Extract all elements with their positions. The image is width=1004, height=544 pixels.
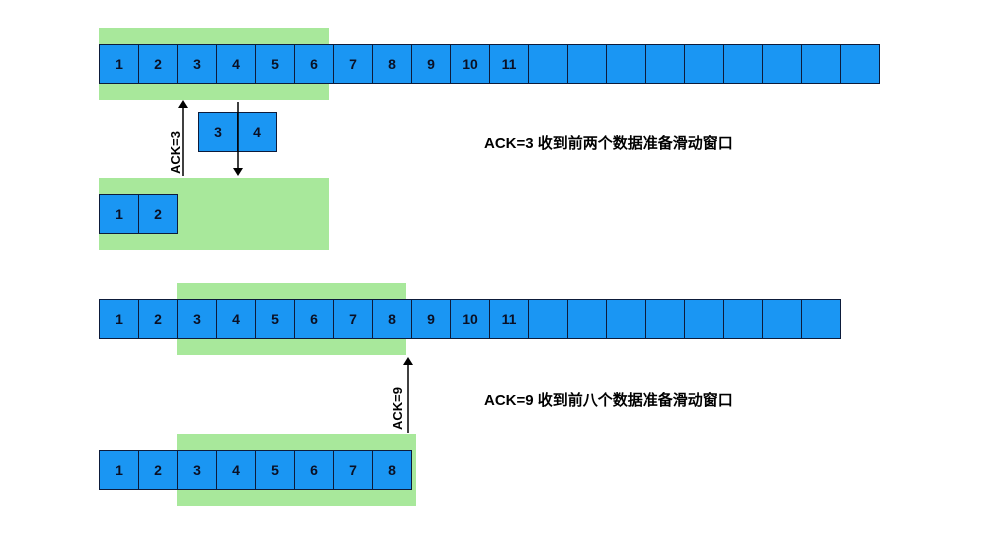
packet-cell: 10 xyxy=(450,44,490,84)
packet-cell xyxy=(762,44,802,84)
packet-cell xyxy=(645,299,685,339)
packet-cell: 6 xyxy=(294,299,334,339)
data-arrow-down xyxy=(233,102,243,176)
packet-cell: 11 xyxy=(489,299,529,339)
packet-cell: 10 xyxy=(450,299,490,339)
packet-cell: 9 xyxy=(411,44,451,84)
packet-cell: 4 xyxy=(216,44,256,84)
ack-arrow-2 xyxy=(403,357,413,433)
caption-2: ACK=9 收到前八个数据准备滑动窗口 xyxy=(484,392,733,409)
packet-cell xyxy=(528,44,568,84)
packet-cell: 11 xyxy=(489,44,529,84)
packet-cell xyxy=(645,44,685,84)
packet-cell: 3 xyxy=(177,44,217,84)
ack-arrow-1 xyxy=(178,100,188,176)
packet-cell: 3 xyxy=(198,112,238,152)
packet-cell xyxy=(723,44,763,84)
packet-cell: 4 xyxy=(237,112,277,152)
packet-cell xyxy=(723,299,763,339)
packet-cell xyxy=(840,44,880,84)
packet-cell: 8 xyxy=(372,450,412,490)
packet-cell xyxy=(606,299,646,339)
packet-cell: 1 xyxy=(99,299,139,339)
packet-cell: 2 xyxy=(138,299,178,339)
packet-cell xyxy=(606,44,646,84)
packet-cell: 1 xyxy=(99,44,139,84)
packet-cell xyxy=(528,299,568,339)
packet-cell xyxy=(801,299,841,339)
packet-cell: 6 xyxy=(294,44,334,84)
packet-cell: 1 xyxy=(99,450,139,490)
packet-cell: 7 xyxy=(333,44,373,84)
packet-cell: 7 xyxy=(333,299,373,339)
packet-cell: 5 xyxy=(255,299,295,339)
packet-cell: 3 xyxy=(177,450,217,490)
packet-cell: 3 xyxy=(177,299,217,339)
packet-cell: 7 xyxy=(333,450,373,490)
packet-cell: 5 xyxy=(255,44,295,84)
packet-cell: 5 xyxy=(255,450,295,490)
packet-cell: 4 xyxy=(216,299,256,339)
packet-cell: 2 xyxy=(138,450,178,490)
packet-cell: 4 xyxy=(216,450,256,490)
packet-cell: 8 xyxy=(372,44,412,84)
caption-1: ACK=3 收到前两个数据准备滑动窗口 xyxy=(484,135,733,152)
packet-cell: 2 xyxy=(138,194,178,234)
